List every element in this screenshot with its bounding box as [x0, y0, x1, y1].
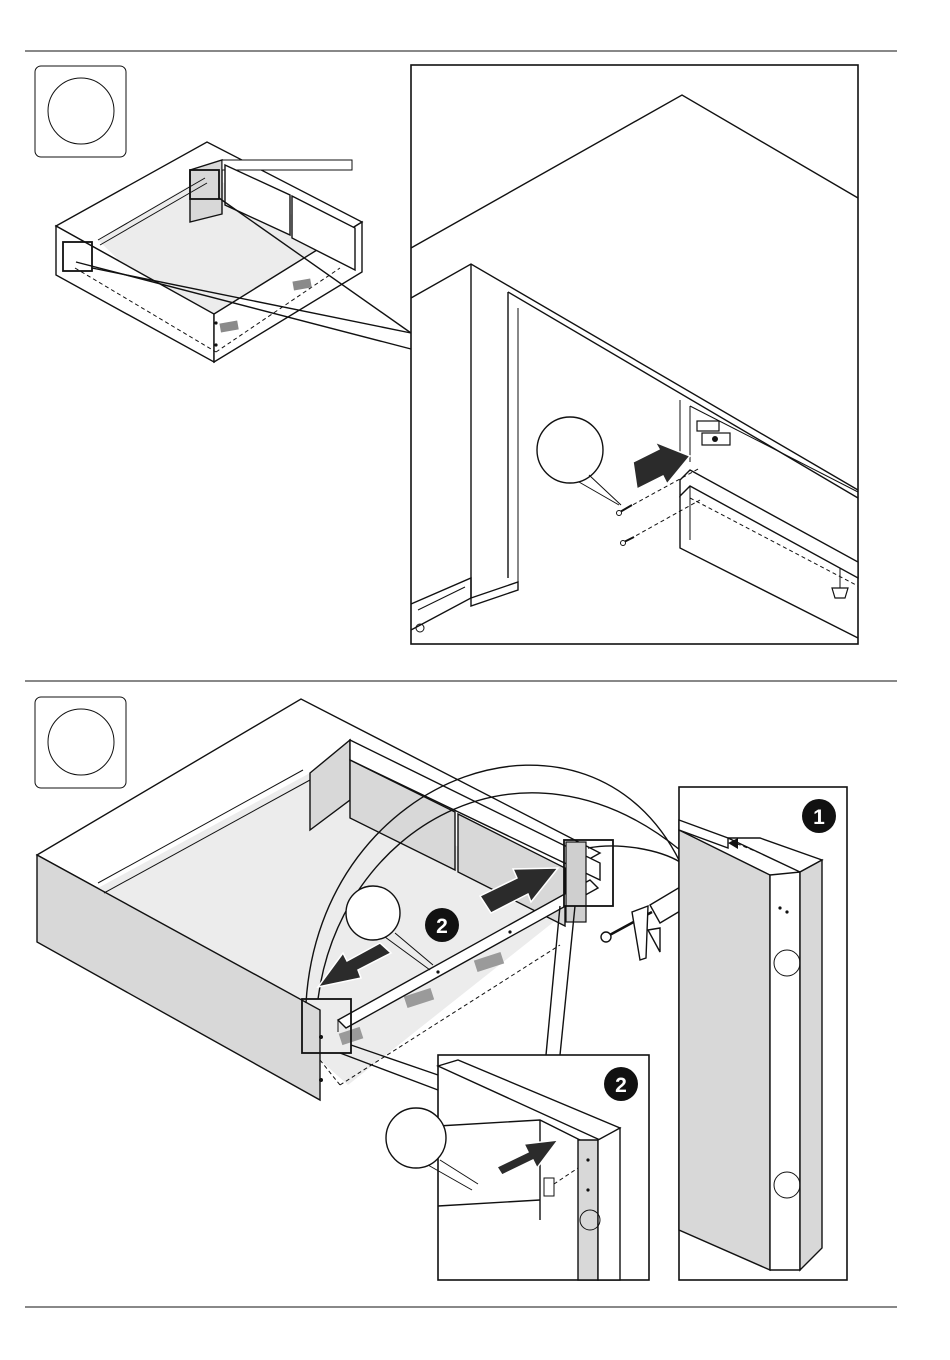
step-2-label: 2	[436, 915, 448, 938]
step-1-label: 1	[813, 806, 825, 829]
step-b-badge	[35, 697, 126, 788]
step-a-detail-view	[411, 65, 858, 644]
step-a-badge	[35, 66, 126, 157]
step-2-marker: 2	[425, 908, 459, 942]
cabinet-large: 2	[37, 699, 680, 1100]
step-2-label: 2	[615, 1074, 627, 1097]
step-2-marker: 2	[604, 1067, 638, 1101]
callout-circle-icon	[386, 1108, 446, 1168]
cabinet-overview-small	[56, 142, 411, 362]
step-b-detail-view-2: 2	[386, 1055, 649, 1280]
step-b-detail-view-1: 1	[679, 787, 847, 1280]
step-1-marker: 1	[802, 799, 836, 833]
callout-circle-icon	[346, 886, 400, 940]
callout-circle-icon	[537, 417, 603, 483]
